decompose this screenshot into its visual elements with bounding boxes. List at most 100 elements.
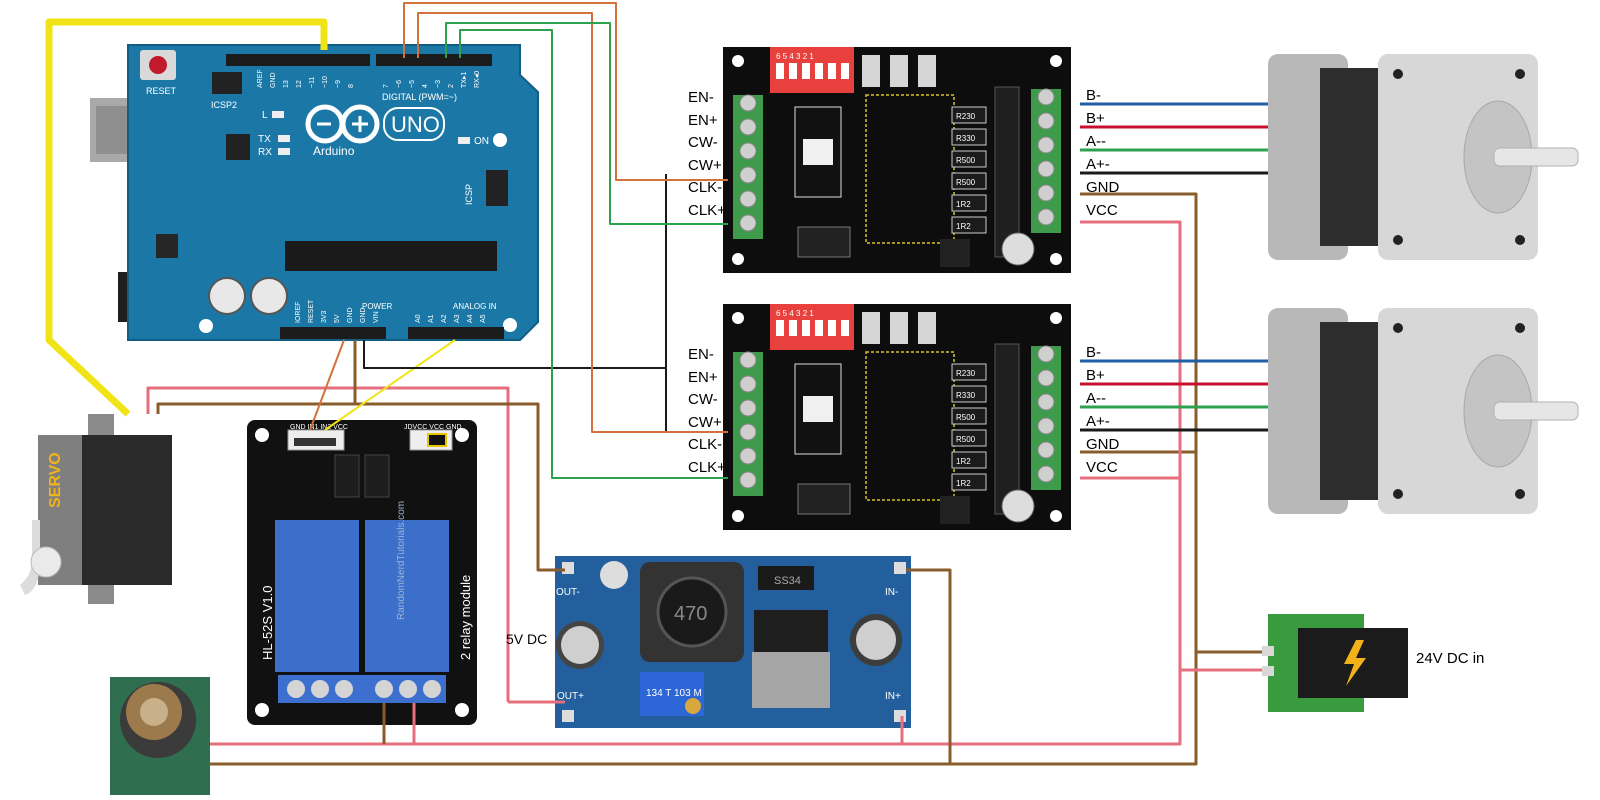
analog-pin-label: A3 [454,314,461,323]
digital-pin-label: ~3 [435,80,442,88]
driver-1-output-label: A-- [1086,133,1106,150]
wire-servo-signal [45,18,328,417]
relay-header-right-label: JDVCC VCC GND [404,424,462,431]
driver-1-input-label: CW- [688,134,718,151]
buck-in-plus-label: IN+ [885,691,901,702]
arduino-pcb [127,44,539,341]
motor-shaft [1493,147,1579,167]
wire-servo-vcc [146,386,510,702]
on-label: ON [474,136,489,147]
driver-1-output-label: B- [1086,87,1101,104]
solenoid [110,677,210,795]
lightning-icon [1344,640,1366,686]
wire-relay-signal [324,339,456,431]
buck-converter: OUT- OUT+ IN- IN+ 470 134 T 103 M SS34 [555,556,911,728]
resistor-label: R500 [956,413,976,422]
resistor-label: 1R2 [956,200,971,209]
digital-header-right [376,54,492,66]
power-jack-label: 24V DC in [1416,650,1485,667]
atmega-chip [285,241,497,271]
wire-buck-in-minus [906,568,952,764]
analog-pin-label: A1 [428,314,435,323]
relay-name-label: 2 relay module [458,575,473,660]
driver-circuit-traces [865,351,955,501]
resistor-label: 1R2 [956,222,971,231]
digital-header-left [226,54,370,66]
driver-1-input-label: EN- [688,89,714,106]
relay-terminals [278,675,446,703]
dip-label: 6 5 4 3 2 1 [776,52,814,61]
digital-pin-label: 12 [296,80,303,88]
resistor-label: R330 [956,134,976,143]
driver-2-output-label: B- [1086,344,1101,361]
resistor-label: R500 [956,435,976,444]
power-label: POWER [362,302,392,311]
wire-clk-driver-1 [445,22,728,225]
wire-cw-driver-2 [417,12,728,433]
power-pin-label: GND [360,307,367,323]
power-pin-label: VIN [373,311,380,323]
resistor-label: R330 [956,391,976,400]
analog-pin-label: A2 [441,314,448,323]
relay-module: GND IN1 IN2 VCC JDVCC VCC GND HL-52S V1.… [247,420,477,725]
stepper-motor-2 [1268,308,1579,514]
wires [45,2,1268,766]
driver-1-input-label: CLK- [688,179,723,196]
driver-2-input-label: CW- [688,391,718,408]
driver-1-output-label: VCC [1086,202,1118,219]
wire-relay-vcc [309,339,345,431]
arduino-brand-label: Arduino [313,144,355,158]
resistor-label: R230 [956,112,976,121]
digital-pin-label: 13 [283,80,290,88]
buck-voltage-label: 5V DC [506,631,548,647]
resistor-label: R500 [956,156,976,165]
relay-2 [365,520,449,672]
driver-2-input-label: EN+ [688,368,718,386]
driver-2-output-label: A+- [1086,413,1110,430]
power-jack [1262,614,1408,712]
digital-pin-label: TX▸1 [461,72,468,88]
reset-label: RESET [146,86,177,96]
relay-model-label: HL-52S V1.0 [260,586,275,660]
relay-1 [275,520,359,672]
inductor-label: 470 [674,603,707,625]
resistor-label: 1R2 [956,479,971,488]
analog-header [408,327,504,339]
power-pin-label: 3V3 [321,310,328,323]
driver-2-input-label: CLK+ [688,458,726,476]
capacitor-left [208,277,246,315]
power-pin-label: 5V [334,314,341,323]
wire-vcc-bus [210,220,1182,746]
servo-label: SERVO [47,452,64,508]
driver-2-output-label: B+ [1086,367,1105,384]
uno-label: UNO [391,112,440,137]
digital-label: DIGITAL (PWM=~) [382,92,457,102]
driver-2-input-label: CLK- [688,436,723,453]
led-l-label: L [262,110,268,121]
digital-pin-label: 8 [348,84,355,88]
servo-horn [20,520,40,595]
motor-shaft [1493,401,1579,421]
resistor-label: 1R2 [956,457,971,466]
driver-2-output-label: VCC [1086,459,1118,476]
digital-pin-label: 4 [422,84,429,88]
buck-out-minus-label: OUT- [556,587,580,598]
motor-wires [1080,102,1268,432]
driver-circuit-traces [865,94,955,244]
driver-1-output-label: A+- [1086,156,1110,173]
power-pin-label: RESET [308,299,315,323]
icsp2-header [212,72,242,94]
dip-label: 6 5 4 3 2 1 [776,309,814,318]
icsp-header [486,170,508,206]
usb-chip [226,134,250,160]
capacitor-right [250,277,288,315]
diode [758,566,814,590]
digital-pin-label: GND [270,72,277,88]
digital-pin-label: RX◂0 [474,71,481,88]
motor-stator [1320,68,1380,246]
led-tx-label: TX [258,134,271,145]
